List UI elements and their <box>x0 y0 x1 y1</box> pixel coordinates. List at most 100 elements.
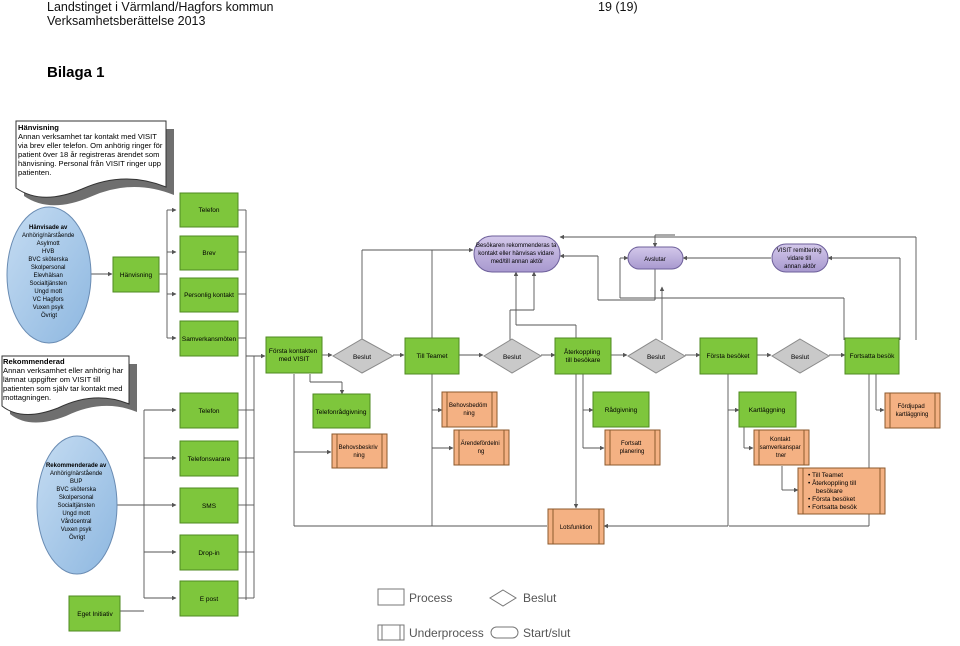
svg-text:Hänvisning Annan verksam: Hänvisning Annan verksamhet tar kontakt … <box>18 123 164 177</box>
label-avslutar: Avslutar <box>644 257 666 263</box>
process-fortsatta-besok <box>844 337 900 375</box>
process-till-teamet <box>404 337 460 375</box>
label-hanvisning: Hänvisning <box>120 272 153 279</box>
label-forsta-besoket: Första besöket <box>707 353 750 360</box>
label-brev: Brev <box>202 250 216 257</box>
bullet-item: Till Teamet <box>812 472 843 479</box>
header-org: Landstinget i Värmland/Hagfors kommun <box>47 0 274 14</box>
decision-3 <box>627 338 686 374</box>
doc-rekommenderad-title: Rekommenderad <box>3 357 65 366</box>
oval-rekommenderade-av: Rekommenderade av Anhörig/närstående BUP… <box>36 435 118 575</box>
doc-rekommenderad-line: Annan verksamhet eller anhörig har <box>3 366 124 375</box>
page-number: 19 (19) <box>598 0 638 14</box>
process-telefonsvarare <box>179 440 239 477</box>
subprocess-bullets <box>797 467 886 515</box>
label-sms: SMS <box>202 503 217 510</box>
process-forsta-besoket <box>699 337 758 375</box>
process-telefon-1 <box>179 192 239 228</box>
process-aterkoppling <box>554 337 612 375</box>
label-forsta-kontakten: Första kontakten med VISIT <box>269 348 319 363</box>
legend-underprocess-label: Underprocess <box>409 626 484 640</box>
doc-hanvisning: Hänvisning Annan verksamhet tar kontakt … <box>15 120 174 206</box>
doc-rekommenderad: Rekommenderad Annan verksamhet eller anh… <box>1 355 137 423</box>
label-telefonsvarare: Telefonsvarare <box>188 456 231 463</box>
label-telefon-2: Telefon <box>199 408 220 415</box>
process-kartlaggning <box>738 391 797 428</box>
doc-rekommenderad-line: lämnat uppgifter om VISIT till <box>3 375 101 384</box>
svg-text:• Till Teamet: • Till Teamet <box>808 472 843 479</box>
doc-hanvisning-line: via brev eller telefon. Om anhörig ringe… <box>18 141 163 150</box>
process-telefonradgivning <box>312 393 371 429</box>
label-samverkansmoten: Samverkansmöten <box>182 336 237 343</box>
process-forsta-kontakten <box>265 336 323 374</box>
legend-process-shape <box>377 588 405 606</box>
svg-text:Rekommenderad Annan verk: Rekommenderad Annan verksamhet eller anh… <box>3 357 125 402</box>
label-e-post: E post <box>200 596 219 603</box>
process-sms <box>179 487 239 524</box>
process-e-post <box>179 580 239 617</box>
subprocess-kontakt-samverkan <box>753 429 810 466</box>
subprocess-behovsbeskrivning <box>331 433 388 469</box>
bullet-item: Fortsatta besök <box>812 504 858 511</box>
label-lotsfunktion: Lotsfunktion <box>560 525 592 531</box>
label-fordjupad: Fördjupad kartläggning <box>896 404 929 418</box>
subprocess-fortsatt-planering <box>604 429 661 466</box>
doc-hanvisning-line: patient över 18 år registreras ärendet s… <box>18 150 159 159</box>
connectors <box>90 207 917 612</box>
subprocess-lotsfunktion <box>547 508 605 545</box>
label-radgivning: Rådgivning <box>605 406 638 414</box>
process-samverkansmoten <box>179 320 239 357</box>
doc-hanvisning-line: Annan verksamhet tar kontakt med VISIT <box>18 132 157 141</box>
process-eget-initiativ <box>68 595 121 632</box>
doc-hanvisning-line: hänvisning. Personal från VISIT ringer u… <box>18 159 161 168</box>
process-drop-in <box>179 534 239 571</box>
doc-rekommenderad-line: mottagningen. <box>3 393 51 402</box>
label-behovsbedomning: Behovsbedöm ning <box>449 403 489 417</box>
terminal-avslutar <box>627 246 684 270</box>
label-visit-remittering: VISIT remittering vidare till annan aktö… <box>777 248 824 270</box>
bullet-list: • Till Teamet • Återkoppling till besöka… <box>808 472 858 511</box>
decision-1 <box>332 338 395 374</box>
doc-hanvisning-line: patienten. <box>18 168 51 177</box>
process-radgivning <box>592 391 650 428</box>
header-report: Verksamhetsberättelse 2013 <box>47 14 206 28</box>
decision-3-label: Beslut <box>647 354 665 361</box>
label-drop-in: Drop-in <box>198 550 220 557</box>
svg-text:Hänvisade av Anhörig/när: Hänvisade av Anhörig/närstående Asylmott… <box>22 225 76 319</box>
svg-text:• Återkoppling till: • Återkoppling till <box>808 478 857 487</box>
label-eget-initiativ: Eget Initiativ <box>77 611 113 618</box>
label-kartlaggning: Kartläggning <box>749 407 786 414</box>
label-fortsatt-planering: Fortsatt planering <box>620 441 645 455</box>
page-title: Bilaga 1 <box>47 64 105 81</box>
label-telefon-1: Telefon <box>199 207 220 214</box>
svg-text:• Fortsatta besök: • Fortsatta besök <box>808 504 858 511</box>
subprocess-behovsbedomning <box>441 391 498 428</box>
label-fortsatta-besok: Fortsatta besök <box>850 353 896 360</box>
legend-startslut-label: Start/slut <box>523 626 571 640</box>
svg-text:• Första besöket: • Första besöket <box>808 496 855 503</box>
oval-hanvisade-av: Hänvisade av Anhörig/närstående Asylmott… <box>6 206 92 344</box>
label-kontakt-samverkan: Kontakt samverkanspar tner <box>760 437 803 459</box>
process-telefon-2 <box>179 392 239 429</box>
process-brev <box>179 235 239 271</box>
bullet-item-cont: besökare <box>816 488 843 495</box>
decision-4 <box>771 338 830 374</box>
doc-rekommenderad-line: patienten som själv tar kontakt med <box>3 384 122 393</box>
label-till-teamet: Till Teamet <box>416 353 447 360</box>
label-personlig-kontakt: Personlig kontakt <box>184 292 234 299</box>
decision-2 <box>483 338 542 374</box>
terminal-visit-remittering <box>771 243 829 273</box>
svg-text:Rekommenderade av Anhöri: Rekommenderade av Anhörig/närstående BUP… <box>46 463 108 541</box>
label-besokaren: Besökaren rekommenderas ta kontakt eller… <box>476 243 558 265</box>
decision-1-label: Beslut <box>353 354 371 361</box>
legend-beslut-shape <box>489 589 517 607</box>
label-arendefordelning: Ärendefördelni ng <box>461 440 502 455</box>
legend-process-label: Process <box>409 591 452 605</box>
label-telefonradgivning: Telefonrådgivning <box>316 408 367 416</box>
subprocess-fordjupad <box>884 392 941 429</box>
legend-beslut-label: Beslut <box>523 591 557 605</box>
subprocess-arendefordelning <box>453 429 510 466</box>
process-hanvisning <box>112 256 160 293</box>
legend: Process Beslut Underprocess Start/slut <box>377 588 571 641</box>
